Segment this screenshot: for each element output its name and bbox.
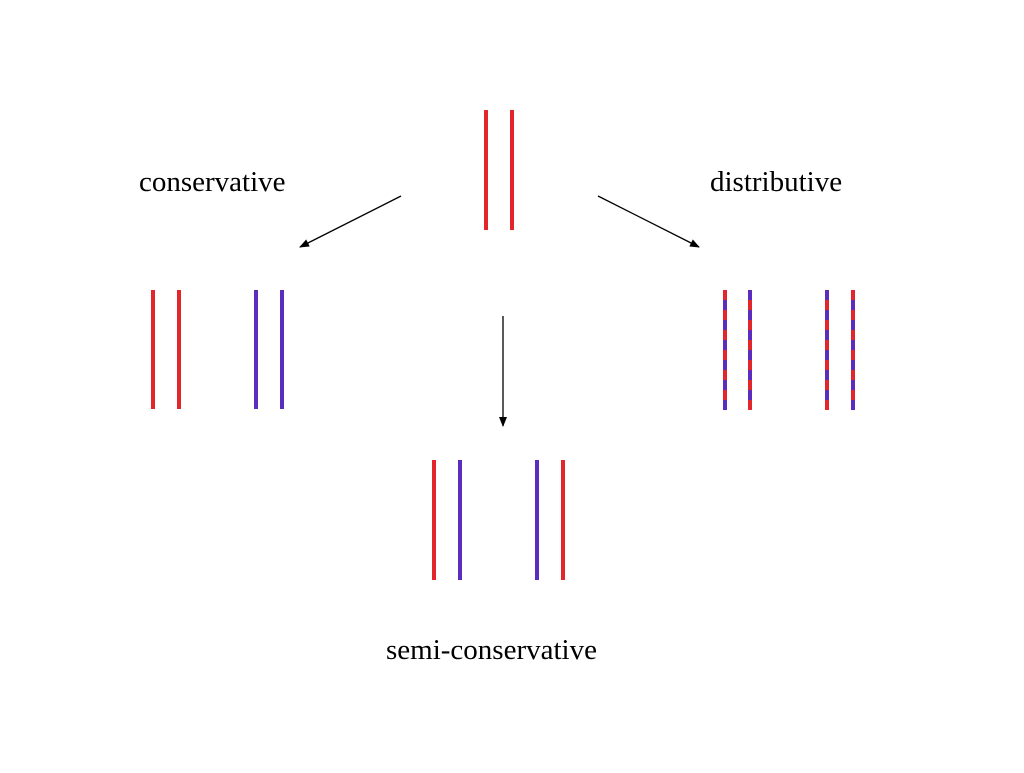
- semi-conservative-duplex-2: [535, 460, 565, 580]
- arrow-to-distributive: [597, 195, 700, 248]
- arrow-to-conservative: [299, 195, 402, 248]
- conservative-duplex-old: [151, 290, 181, 409]
- label-distributive: distributive: [710, 166, 843, 198]
- conservative-duplex-new: [254, 290, 284, 409]
- distributive-duplex-2: [825, 290, 855, 410]
- distributive-duplex-1: [723, 290, 752, 410]
- label-conservative: conservative: [139, 166, 286, 198]
- semi-conservative-duplex-1: [432, 460, 462, 580]
- parent-duplex: [484, 110, 514, 230]
- label-semi-conservative: semi-conservative: [386, 634, 597, 666]
